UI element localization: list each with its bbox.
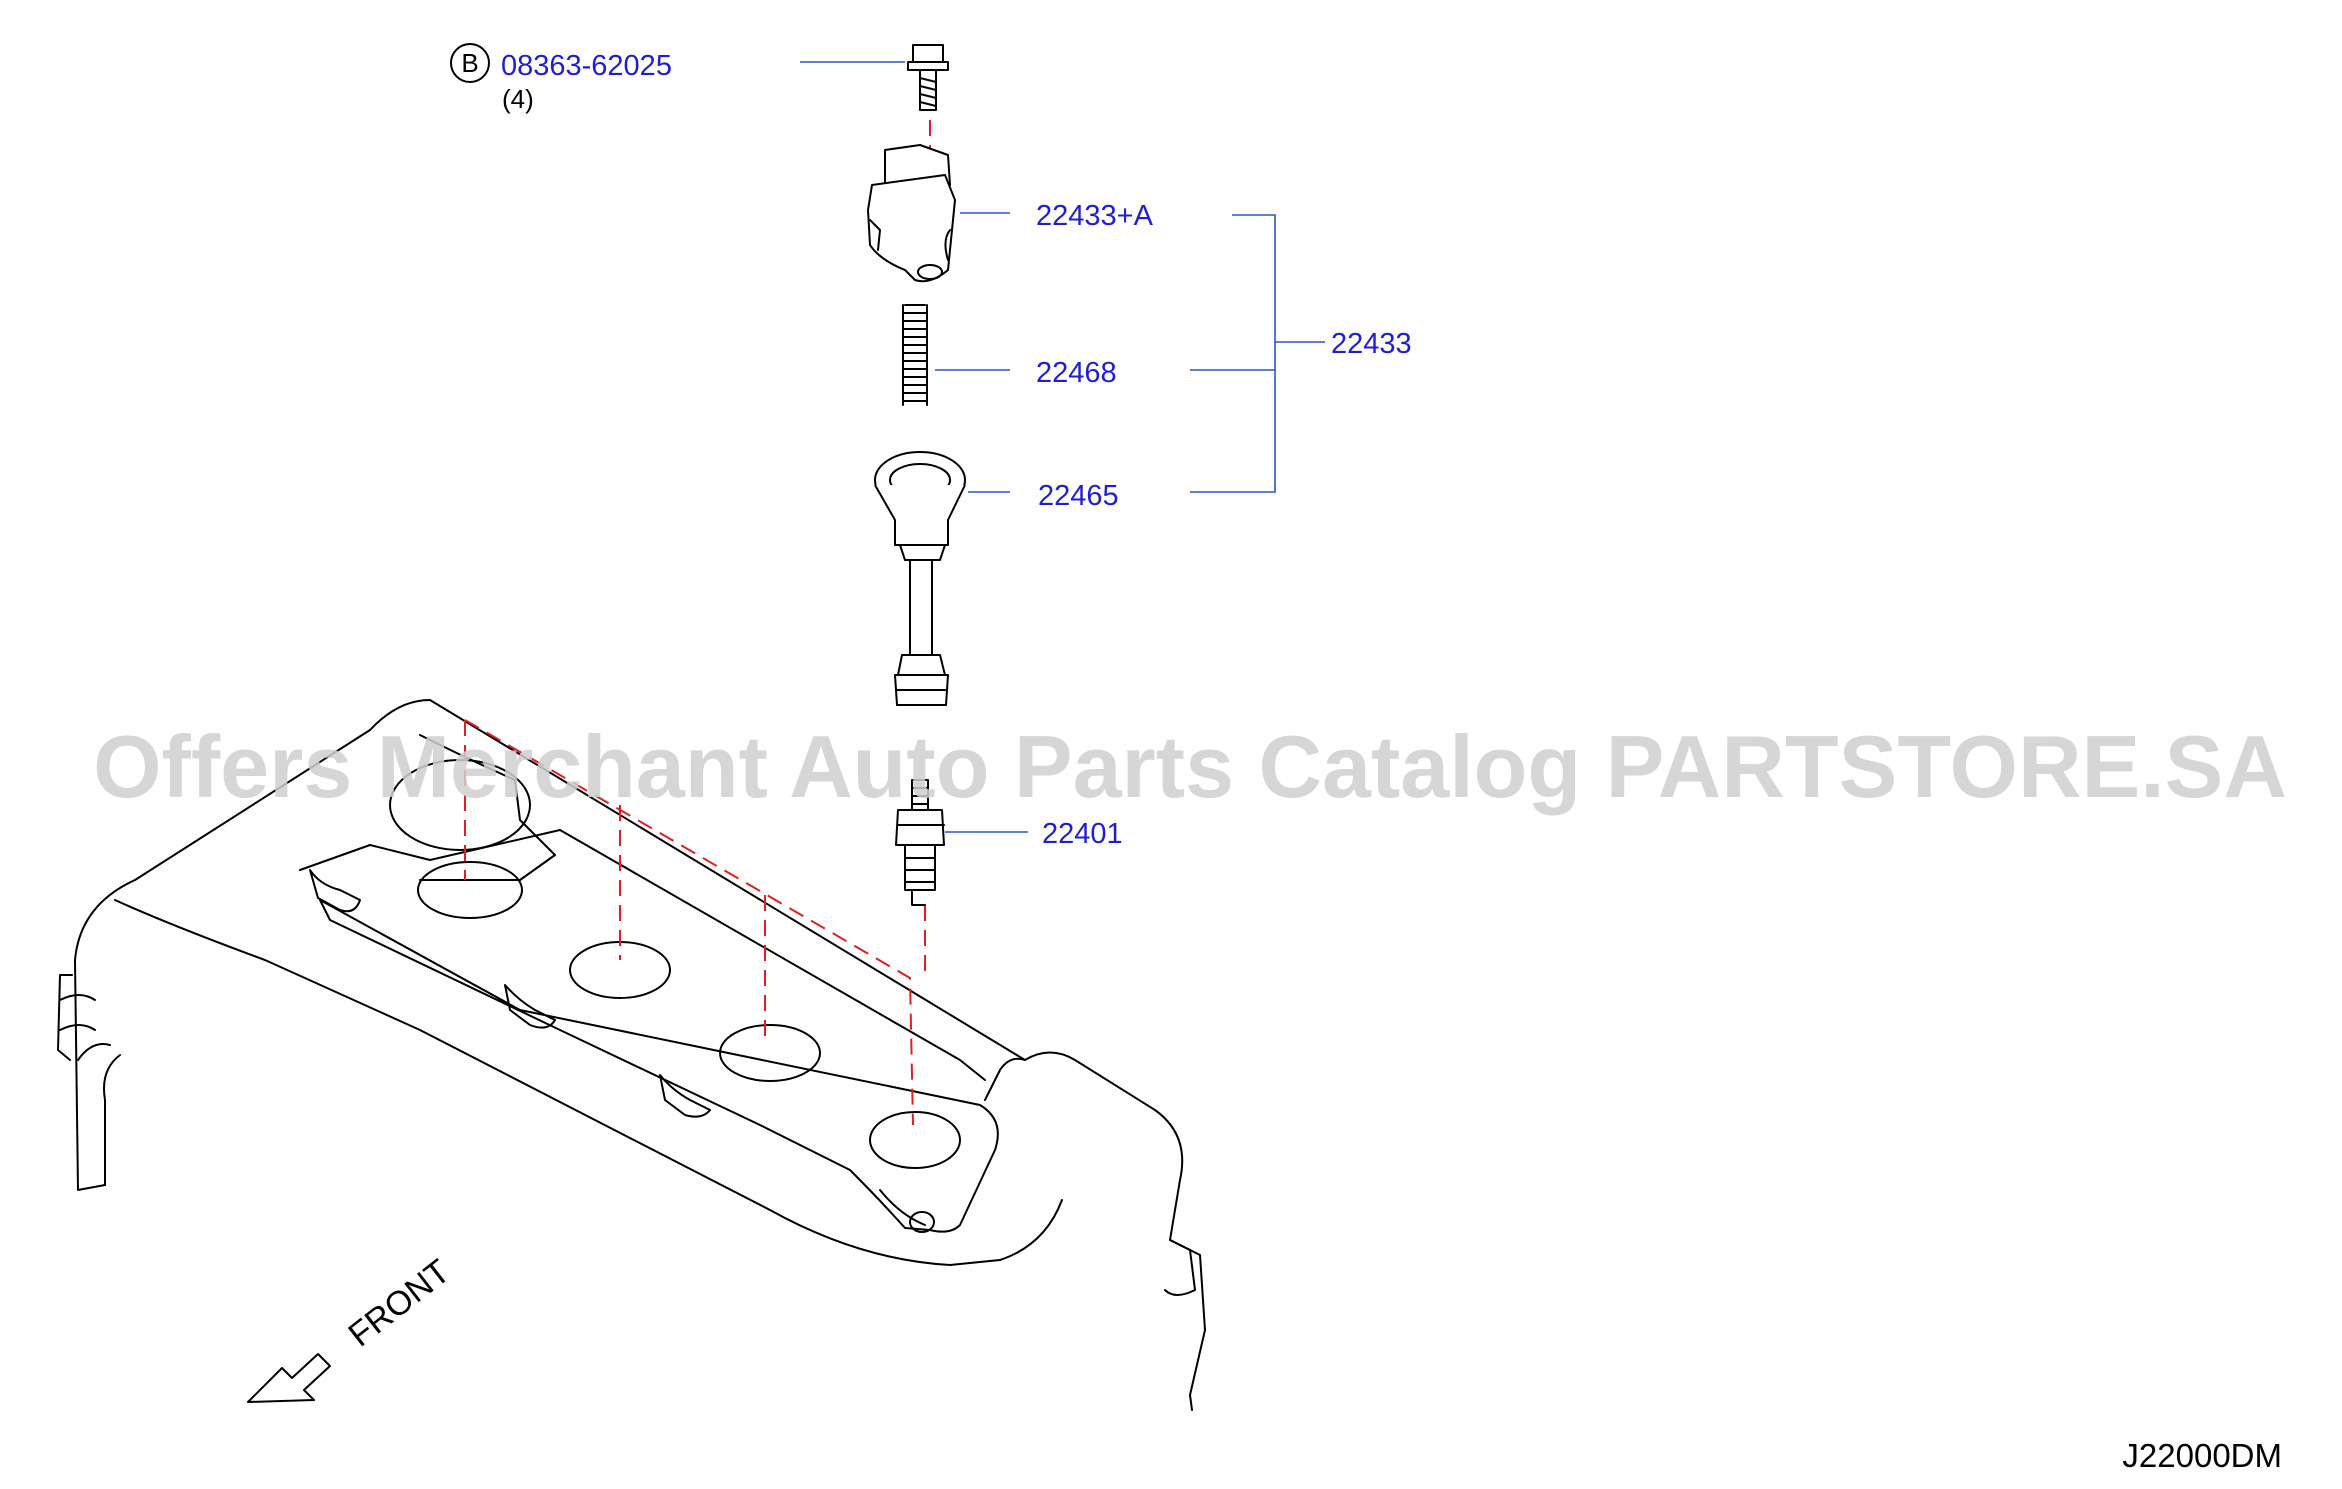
callout-coil-group[interactable]: 22433 [1331,328,1412,360]
callout-spark-plug[interactable]: 22401 [1042,818,1123,850]
leader-lines [800,61,1325,833]
callout-boot[interactable]: 22465 [1038,480,1119,512]
cam-cover-drawing [57,699,1206,1411]
callouts: B 08363-62025 (4) 22433+A 22468 22465 22… [450,43,1412,850]
spark-plug-drawing [895,779,945,906]
front-direction-indicator: FRONT [247,1252,458,1403]
callout-bolt-qty: (4) [502,84,534,114]
b-symbol-circle [450,43,490,83]
spring-drawing [902,304,928,406]
phantom-lines [464,120,931,1126]
boot-drawing [874,451,966,706]
callout-bolt[interactable]: 08363-62025 [501,50,672,82]
front-label: FRONT [342,1252,458,1354]
callout-spring[interactable]: 22468 [1036,357,1117,389]
ignition-coil-drawing [867,144,956,283]
diagram-reference-code: J22000DM [2122,1437,2282,1474]
b-symbol-text: B [461,48,478,78]
bolt-drawing [907,44,949,111]
watermark-text: Offers Merchant Auto Parts Catalog PARTS… [93,717,2287,816]
callout-coil-assy-a[interactable]: 22433+A [1036,200,1154,232]
front-arrow-icon [247,1353,331,1403]
